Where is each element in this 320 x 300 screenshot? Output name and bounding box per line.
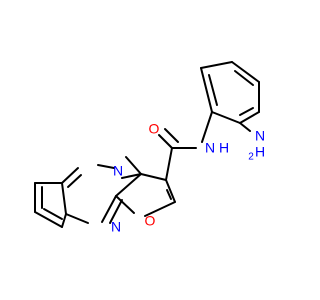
molecule-structure: N H 2 N H O N N O [34,61,265,235]
bond [109,199,123,224]
bond [67,174,82,188]
bond [65,213,89,224]
furan-o-label: O [145,213,156,229]
carbonyl-o-label: O [149,121,160,137]
quinoxaline-n-bottom-label: N [111,219,121,235]
quinoxaline-n-top-label: N [113,163,123,179]
bond [121,173,142,179]
bond [165,147,173,181]
bond [201,111,213,143]
bond [144,201,176,217]
bond [97,164,115,169]
bonds [34,61,260,228]
bond [115,173,142,197]
bond [200,61,233,69]
bond [164,128,179,143]
amide-n-label: N [205,140,215,156]
atom-labels: N H 2 N H O N N O [111,121,265,235]
bond [239,111,260,124]
bond [158,134,173,149]
bond [165,179,176,203]
bond [101,195,117,223]
bond [125,156,142,175]
bond [211,111,241,124]
bond [239,122,251,132]
amine-n-label: N [255,128,265,144]
bond [231,61,260,83]
amine-h-label: H [255,144,265,160]
bond [239,107,254,116]
bond [234,70,254,86]
bond [61,213,67,228]
bond [140,173,167,181]
amide-h-label: H [219,140,229,156]
bond [200,67,213,113]
bond [34,211,63,228]
bond [166,189,172,200]
amine-subscript-label: 2 [248,152,254,163]
bond [61,182,67,215]
bond [61,167,79,184]
bond [208,74,218,106]
bond [115,195,135,214]
bond [43,208,63,220]
